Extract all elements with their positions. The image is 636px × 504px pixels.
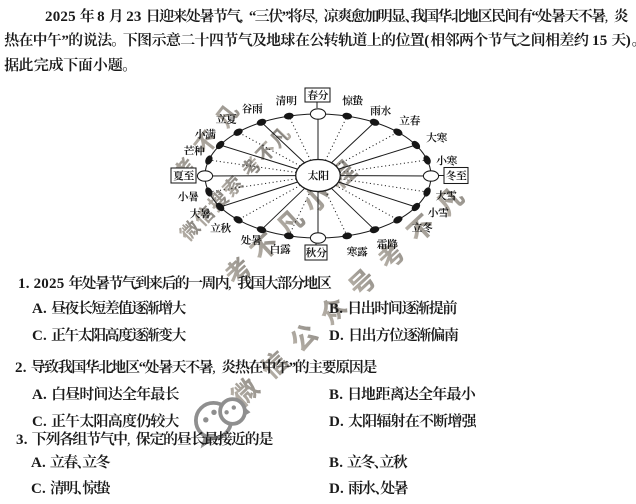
svg-text:雨水: 雨水 (370, 104, 391, 117)
svg-text:春分: 春分 (307, 89, 328, 102)
svg-text:立秋: 立秋 (209, 222, 231, 235)
svg-text:太阳: 太阳 (307, 169, 329, 182)
svg-text:惊蛰: 惊蛰 (342, 94, 363, 107)
svg-text:立冬: 立冬 (411, 221, 433, 234)
svg-text:立春: 立春 (398, 114, 420, 127)
svg-text:清明: 清明 (275, 94, 297, 107)
svg-text:小暑: 小暑 (178, 191, 199, 203)
svg-text:寒露: 寒露 (347, 245, 368, 258)
svg-text:立夏: 立夏 (215, 113, 237, 126)
svg-text:霜降: 霜降 (377, 238, 398, 251)
svg-text:小寒: 小寒 (436, 155, 457, 167)
svg-text:芒种: 芒种 (184, 144, 205, 157)
svg-text:大暑: 大暑 (190, 207, 211, 220)
svg-text:秋分: 秋分 (306, 246, 327, 259)
svg-text:小满: 小满 (195, 128, 216, 141)
svg-text:白露: 白露 (270, 243, 291, 256)
svg-text:处暑: 处暑 (241, 235, 262, 247)
svg-text:谷雨: 谷雨 (242, 102, 263, 115)
svg-text:大寒: 大寒 (426, 131, 447, 144)
svg-text:夏至: 夏至 (172, 169, 194, 182)
svg-text:小雪: 小雪 (428, 206, 449, 219)
svg-text:冬至: 冬至 (446, 169, 467, 182)
svg-text:大雪: 大雪 (436, 189, 457, 202)
